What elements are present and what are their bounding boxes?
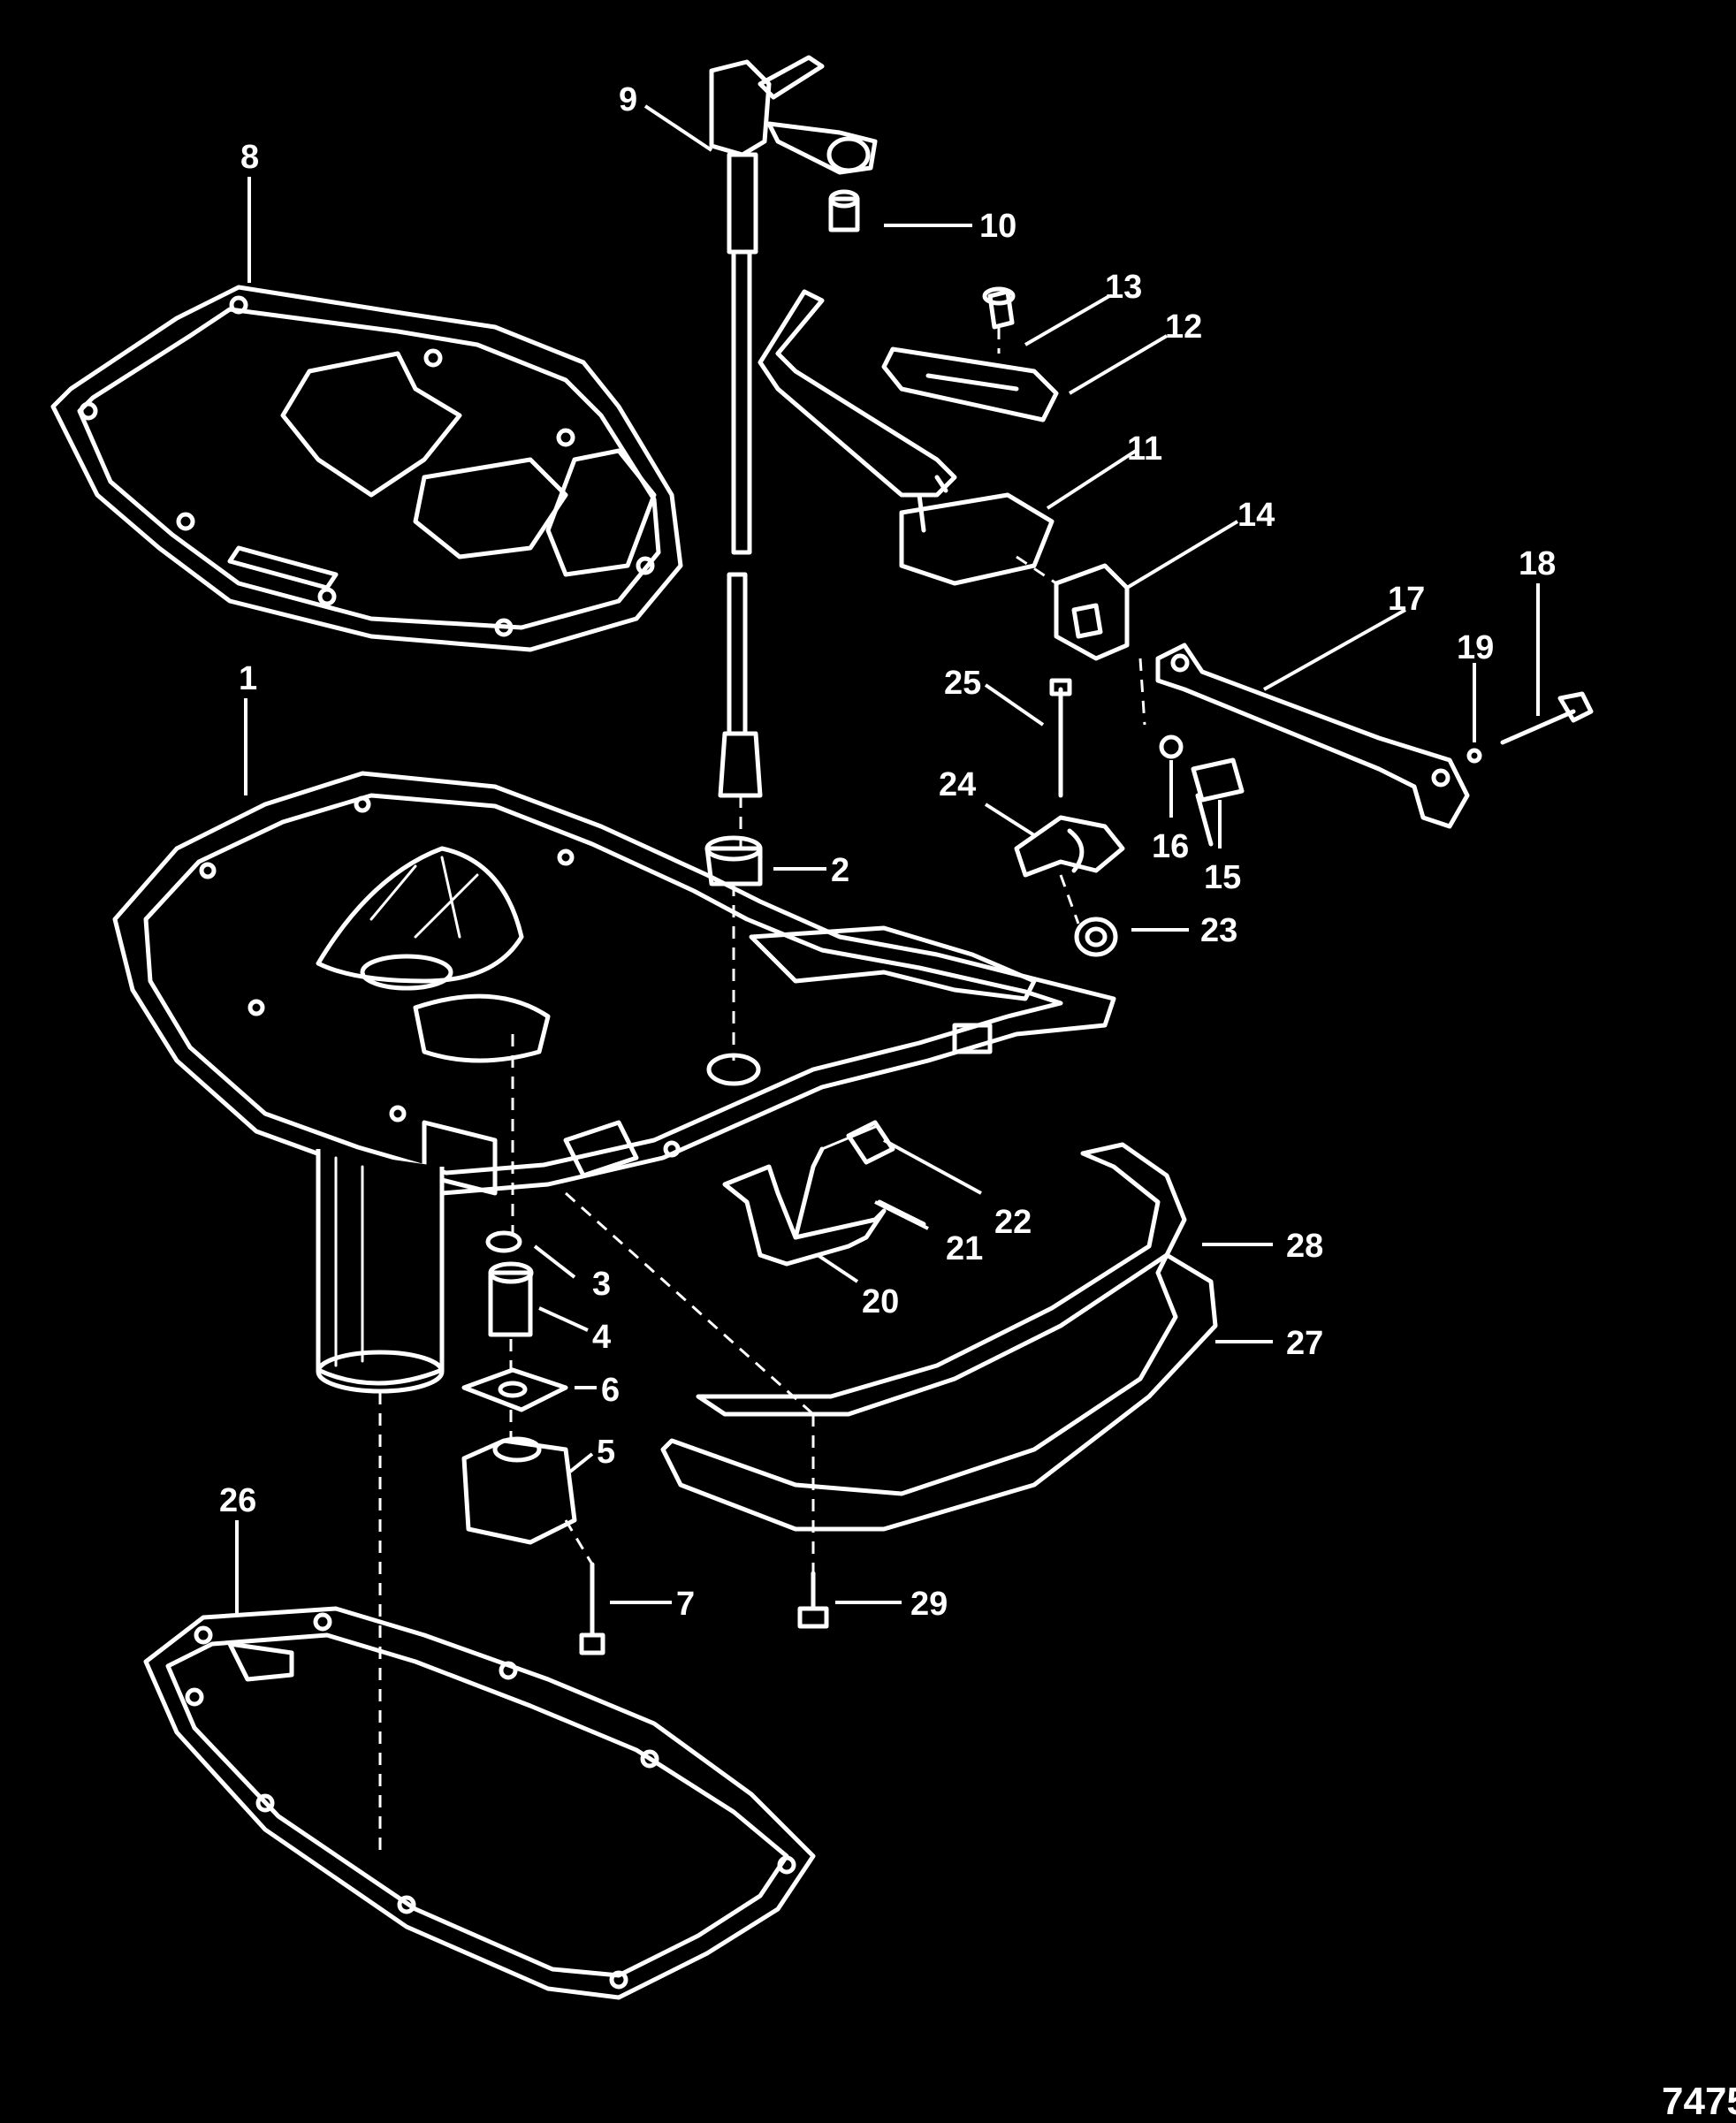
callout-13: 13 [1105, 269, 1142, 306]
callout-29: 29 [910, 1586, 948, 1623]
callout-9: 9 [619, 81, 637, 118]
callout-28: 28 [1286, 1228, 1323, 1265]
upper-gasket [50, 285, 683, 652]
callout-22: 22 [994, 1204, 1032, 1241]
shift-link [1155, 643, 1470, 829]
callout-5: 5 [597, 1434, 615, 1471]
callout-12: 12 [1165, 308, 1202, 346]
callout-23: 23 [1200, 912, 1237, 949]
callout-19: 19 [1457, 629, 1494, 666]
callout-6: 6 [601, 1372, 620, 1409]
lower-gasket [143, 1606, 816, 2000]
callout-25: 25 [944, 665, 981, 702]
bolt-18 [1466, 691, 1594, 764]
callout-17: 17 [1388, 581, 1425, 618]
callout-8: 8 [240, 139, 259, 176]
alignment-lines [378, 327, 1146, 1856]
callout-2: 2 [831, 852, 849, 889]
callout-11: 11 [1127, 430, 1162, 468]
callout-26: 26 [219, 1482, 256, 1519]
callout-20: 20 [862, 1283, 899, 1320]
callout-3: 3 [592, 1266, 611, 1303]
adapter-plate [112, 771, 1116, 1394]
callout-1: 1 [239, 660, 257, 697]
callout-24: 24 [939, 766, 976, 803]
callout-10: 10 [979, 208, 1016, 245]
shift-shaft [709, 55, 878, 798]
leader-lines [235, 104, 1540, 1613]
shaft-bushing [704, 835, 763, 886]
shift-rod-parts [722, 1120, 926, 1267]
figure-reference-number: 7475 [1662, 2080, 1736, 2123]
bumper-28 [696, 1142, 1187, 1417]
clip-assembly [1014, 678, 1125, 957]
callout-15: 15 [1204, 859, 1241, 896]
callout-14: 14 [1237, 497, 1275, 534]
callout-7: 7 [676, 1586, 695, 1623]
callout-labels: 1 2 3 4 5 6 7 8 9 10 11 12 13 14 15 16 1… [219, 81, 1556, 1623]
callout-27: 27 [1286, 1325, 1323, 1362]
callout-21: 21 [946, 1230, 983, 1267]
callout-16: 16 [1152, 828, 1189, 865]
lower-stack [461, 1230, 829, 1655]
shift-bracket-assembly [758, 286, 1245, 847]
callout-18: 18 [1519, 545, 1556, 582]
bumper-27 [660, 1252, 1218, 1532]
callout-4: 4 [592, 1319, 611, 1356]
